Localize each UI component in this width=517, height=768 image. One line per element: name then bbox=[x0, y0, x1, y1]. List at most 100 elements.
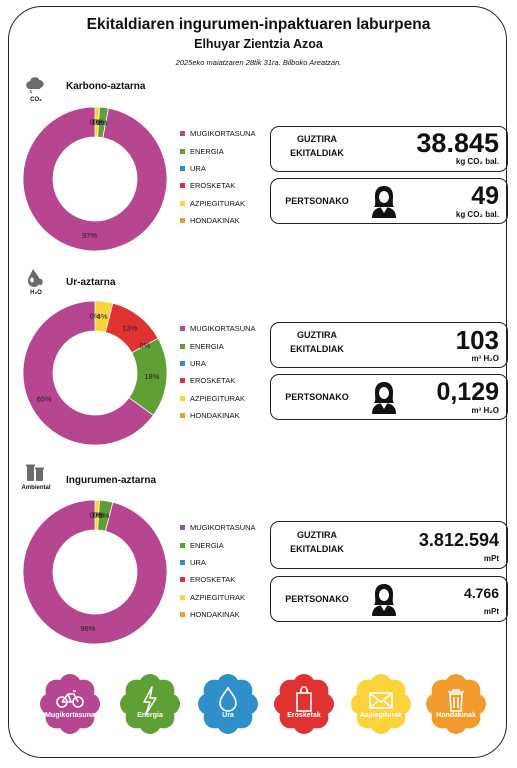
legend-item: ENERGIA bbox=[180, 337, 256, 354]
event-date: 2025eko maiatzaren 28tik 31ra. Bilboko A… bbox=[175, 58, 342, 67]
category-hondakinak: Hondakinak bbox=[424, 672, 488, 736]
legend-label: MUGIKORTASUNA bbox=[190, 129, 256, 139]
trash-bin-icon bbox=[448, 689, 464, 712]
shopping-bag-icon bbox=[296, 686, 312, 712]
legend-item: URA bbox=[180, 554, 256, 571]
donut-label-mugikortasuna: 97% bbox=[82, 231, 97, 240]
total-value: 38.845 bbox=[416, 128, 499, 158]
personal-unit: mPt bbox=[483, 607, 499, 616]
legend-item: HONDAKINAK bbox=[180, 212, 256, 229]
flower-center bbox=[49, 683, 91, 725]
donut-label-ura: 0% bbox=[93, 118, 104, 127]
legend-label: EROSKETAK bbox=[190, 376, 236, 386]
co2-icon-label: CO₂ bbox=[30, 97, 42, 103]
legend-item: EROSKETAK bbox=[180, 177, 256, 194]
flower-center bbox=[283, 683, 325, 725]
legend-swatch bbox=[180, 525, 185, 531]
total-label-line1: GUZTIRA bbox=[297, 330, 337, 340]
legend-water: MUGIKORTASUNA ENERGIA URA EROSKETAK AZPI… bbox=[180, 320, 256, 424]
legend-item: HONDAKINAK bbox=[180, 407, 256, 424]
legend-label: AZPIEGITURAK bbox=[190, 592, 246, 602]
legend-item: EROSKETAK bbox=[180, 372, 256, 389]
total-label: GUZTIRA EKITALDIAK bbox=[271, 529, 363, 557]
donut-label-erosketak: 0% bbox=[93, 511, 104, 520]
total-value: 3.812.594 bbox=[418, 530, 499, 550]
total-box: GUZTIRA EKITALDIAK 38.845 kg CO₂ bal. bbox=[270, 126, 508, 172]
legend-swatch bbox=[180, 360, 185, 366]
legend-swatch bbox=[180, 577, 185, 583]
legend-label: MUGIKORTASUNA bbox=[190, 324, 256, 334]
legend-label: URA bbox=[190, 557, 206, 567]
category-erosketak: Erosketak bbox=[272, 672, 336, 736]
donut-label-erosketak: 13% bbox=[122, 323, 137, 332]
total-label: GUZTIRA EKITALDIAK bbox=[271, 329, 363, 357]
legend-item: ENERGIA bbox=[180, 142, 256, 159]
flower-center bbox=[207, 683, 249, 725]
category-label: Erosketak bbox=[287, 712, 321, 719]
section-title: Ingurumen-aztarna bbox=[66, 475, 157, 486]
legend-label: HONDAKINAK bbox=[190, 411, 240, 421]
donut-label-ura: 0% bbox=[93, 511, 104, 520]
legend-swatch bbox=[180, 594, 185, 600]
personal-box: PERTSONAKO 0,129 m³ H₂O bbox=[270, 374, 508, 420]
flower-shape bbox=[351, 674, 411, 734]
donut-label-ura: 0% bbox=[140, 341, 151, 350]
legend-item: MUGIKORTASUNA bbox=[180, 320, 256, 337]
personal-value: 0,129 bbox=[436, 378, 499, 406]
legend-swatch bbox=[180, 395, 185, 401]
legend-item: HONDAKINAK bbox=[180, 606, 256, 623]
donut-label-azpiegiturak: 1% bbox=[91, 511, 102, 520]
legend-carbon: MUGIKORTASUNA ENERGIA URA EROSKETAK AZPI… bbox=[180, 125, 256, 229]
flower-shape bbox=[40, 674, 100, 734]
total-label-line1: GUZTIRA bbox=[297, 530, 337, 540]
legend-environment: MUGIKORTASUNA ENERGIA URA EROSKETAK AZPI… bbox=[180, 519, 256, 623]
personal-unit: kg CO₂ bal. bbox=[455, 210, 499, 219]
environment-icon-label: Ambiental bbox=[21, 485, 51, 491]
legend-label: EROSKETAK bbox=[190, 575, 236, 585]
legend-item: URA bbox=[180, 160, 256, 177]
donut-label-energia: 18% bbox=[144, 372, 159, 381]
legend-label: HONDAKINAK bbox=[190, 610, 240, 620]
donut-slice-mugikortasuna bbox=[22, 300, 154, 446]
donut-label-hondakinak: 0% bbox=[90, 312, 101, 321]
legend-swatch bbox=[180, 218, 185, 224]
legend-label: MUGIKORTASUNA bbox=[190, 523, 256, 533]
total-label-line2: EKITALDIAK bbox=[290, 343, 344, 354]
legend-label: ENERGIA bbox=[190, 146, 224, 156]
total-box: GUZTIRA EKITALDIAK 3.812.594 mPt bbox=[270, 521, 508, 569]
flower-shape bbox=[274, 674, 334, 734]
donut-label-mugikortasuna: 96% bbox=[80, 624, 95, 633]
total-label-line1: GUZTIRA bbox=[297, 134, 337, 144]
category-mugikortasuna: Mugikortasuna bbox=[38, 672, 102, 736]
total-label-line2: EKITALDIAK bbox=[290, 147, 344, 158]
personal-label: PERTSONAKO bbox=[285, 196, 349, 206]
water-drop-icon bbox=[28, 269, 43, 287]
lightning-icon bbox=[143, 686, 157, 715]
person-icon bbox=[372, 584, 396, 616]
legend-item: ENERGIA bbox=[180, 536, 256, 553]
donut-slice-mugikortasuna bbox=[22, 106, 168, 252]
legend-label: ENERGIA bbox=[190, 540, 224, 550]
page-title: Ekitaldiaren ingurumen-inpaktuaren labur… bbox=[86, 16, 431, 33]
donut-label-energia: 2% bbox=[97, 118, 108, 127]
donut-label-erosketak: 0% bbox=[93, 118, 104, 127]
h2o-icon-label: H₂O bbox=[30, 290, 42, 296]
total-label: GUZTIRA EKITALDIAK bbox=[271, 133, 363, 161]
total-unit: m³ H₂O bbox=[471, 354, 499, 363]
total-label-line2: EKITALDIAK bbox=[290, 543, 344, 554]
legend-item: URA bbox=[180, 355, 256, 372]
donut-label-mugikortasuna: 65% bbox=[37, 394, 52, 403]
donut-label-azpiegiturak: 1% bbox=[91, 118, 102, 127]
donut-slice-mugikortasuna bbox=[22, 499, 168, 645]
person-icon bbox=[372, 186, 396, 218]
flower-center bbox=[435, 683, 477, 725]
legend-swatch bbox=[180, 378, 185, 384]
personal-value: 49 bbox=[471, 182, 499, 210]
legend-label: URA bbox=[190, 358, 206, 368]
legend-swatch bbox=[180, 131, 185, 137]
category-ura: Ura bbox=[196, 672, 260, 736]
category-label: Azpiegiturak bbox=[359, 712, 402, 719]
water-drop-icon bbox=[219, 686, 237, 712]
legend-swatch bbox=[180, 343, 185, 349]
category-label: Mugikortasuna bbox=[45, 712, 95, 719]
